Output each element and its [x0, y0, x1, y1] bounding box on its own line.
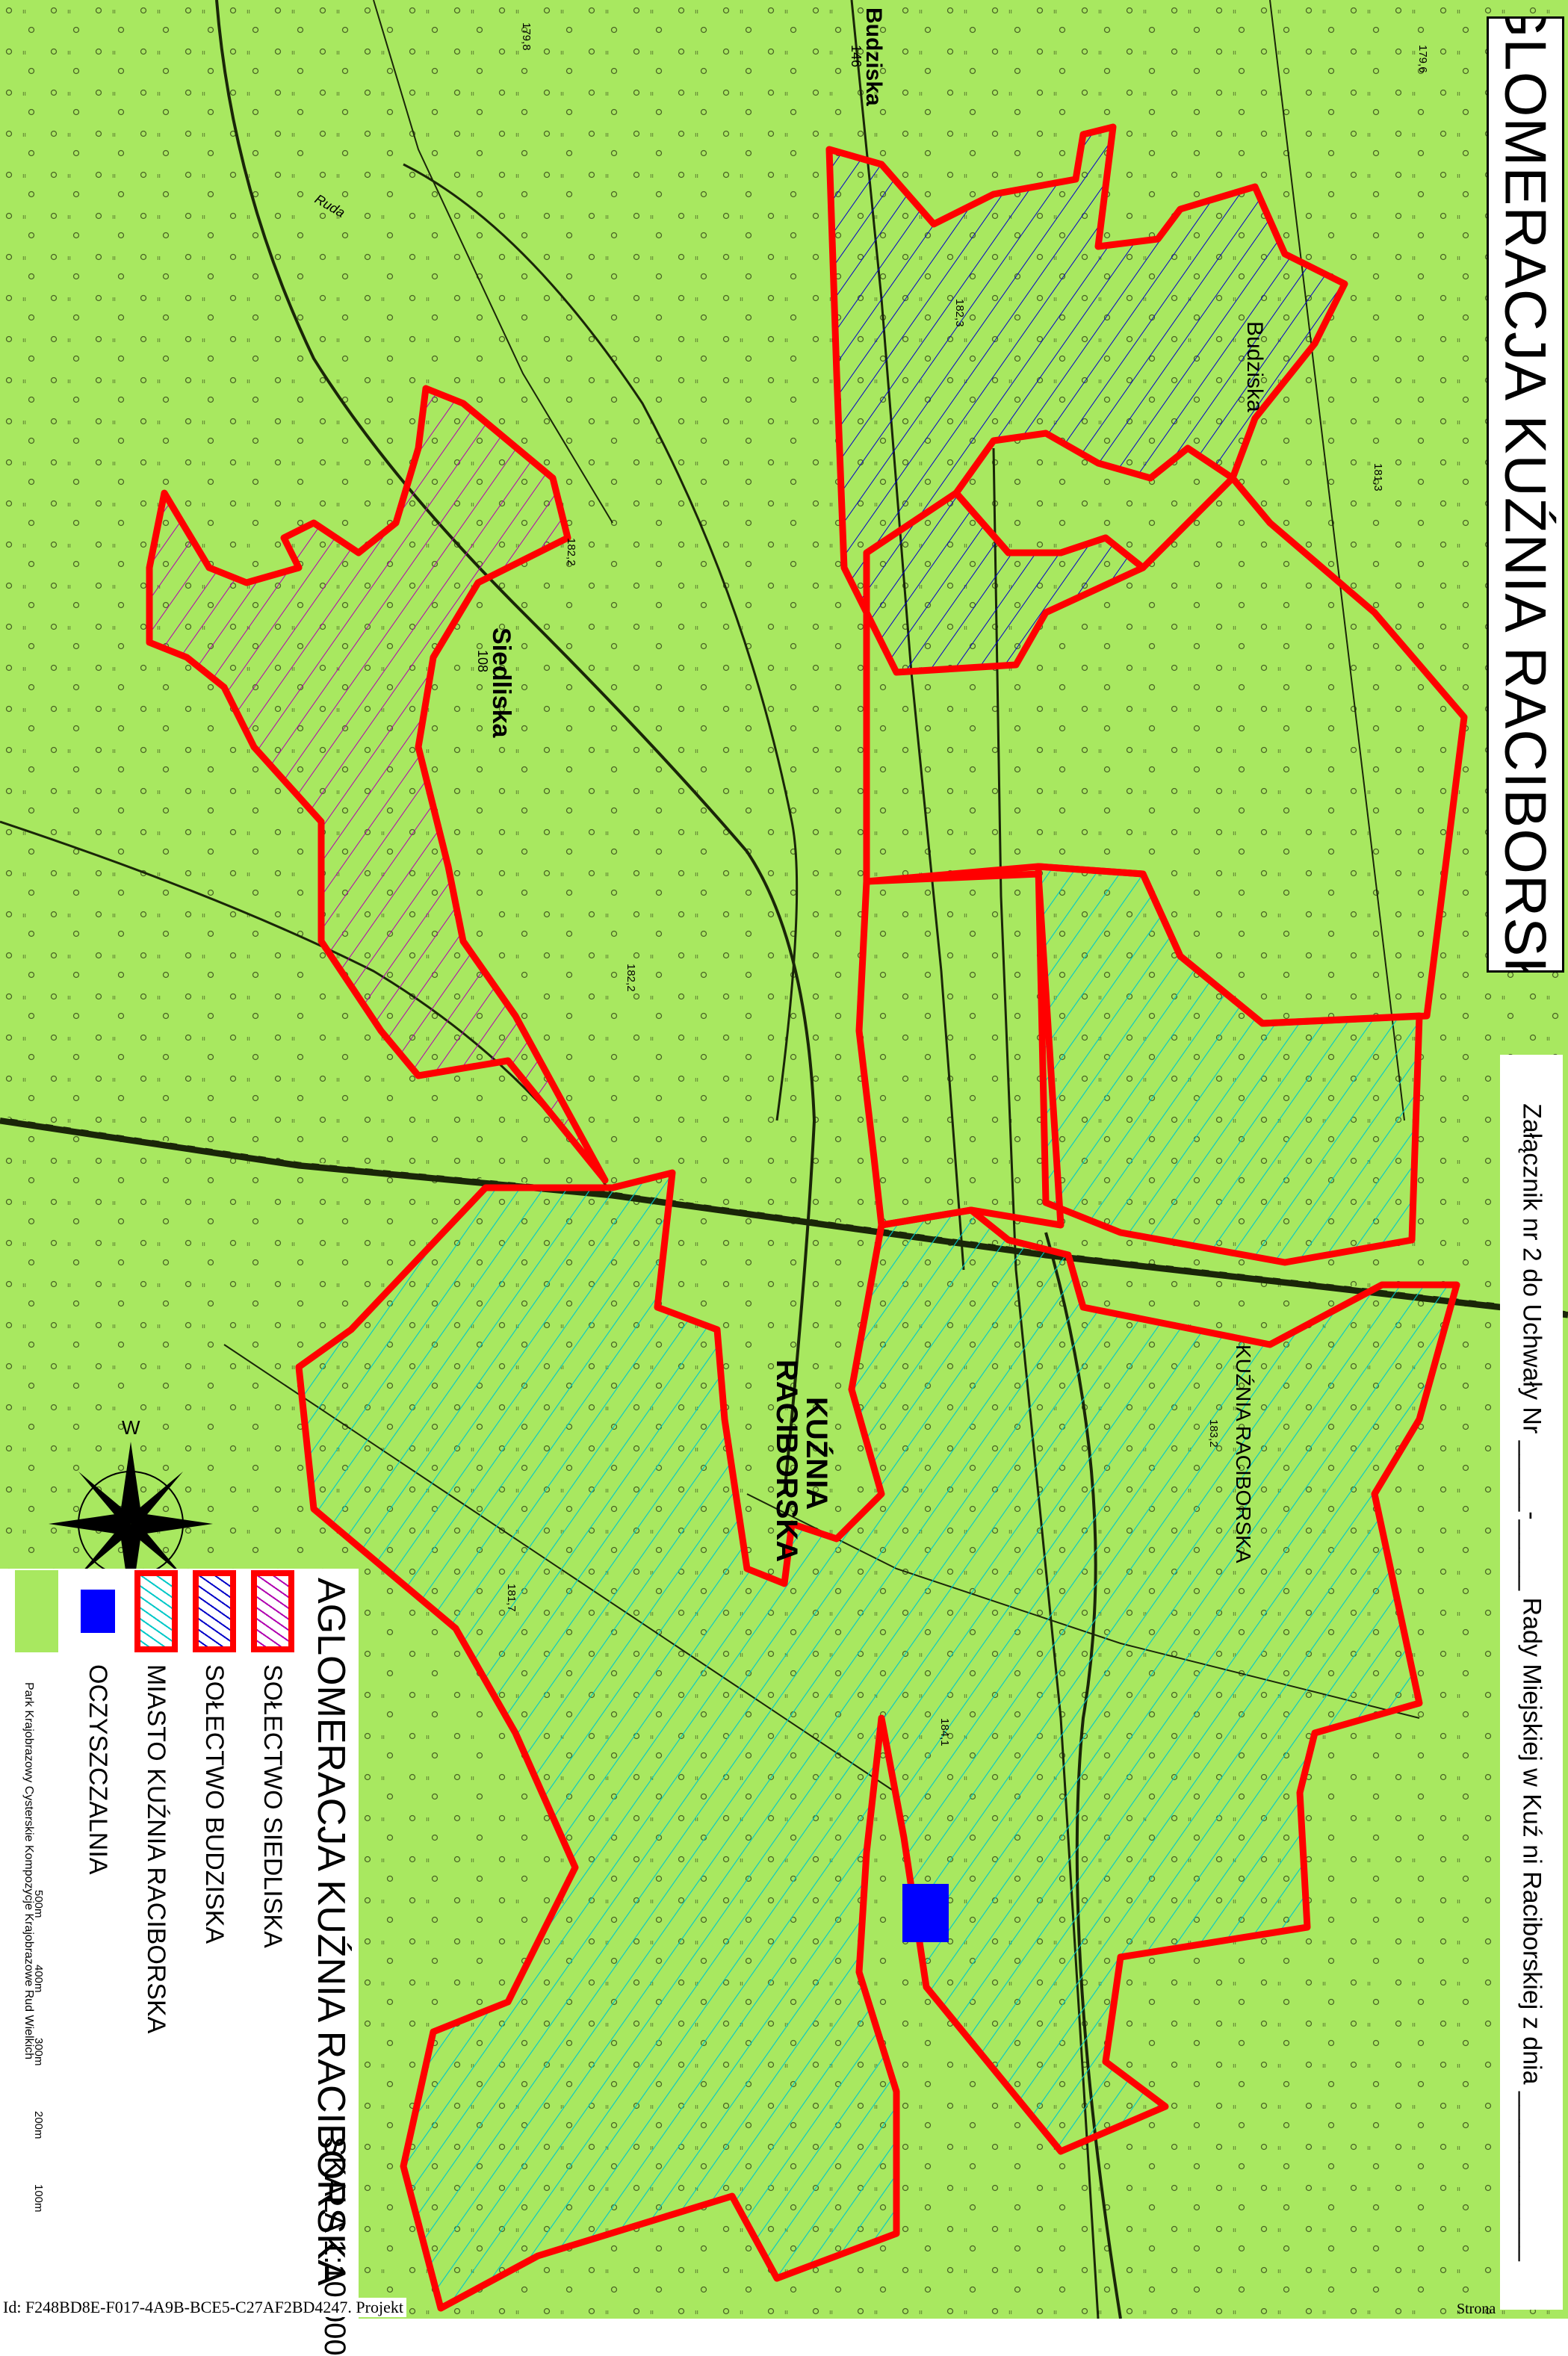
legend-item-siedliska: SOŁECTWO SIEDLISKA: [250, 1570, 295, 1948]
elevation-label: 181,3: [1372, 463, 1384, 492]
map-title: AGLOMERACJA KUŹNIA RACIBORSKA: [1493, 16, 1559, 973]
legend-park-label: Park Krajobrazowy Cysterskie Kompozycje …: [22, 1682, 35, 2060]
elevation-label: 182,3: [953, 299, 966, 327]
legend-swatch-kuznia: [134, 1570, 178, 1652]
legend-swatch-siedliska: [251, 1570, 294, 1652]
label-budziska-top: Budziska: [861, 7, 886, 106]
zone-budziska-corridor: [863, 474, 1468, 1027]
legend-item-budziska: SOŁECTWO BUDZISKA: [192, 1570, 237, 1944]
scale-label: 100m: [32, 2184, 45, 2213]
compass-w: W: [122, 1416, 140, 1439]
elevation-label: 183,2: [1207, 1419, 1220, 1448]
legend-label: SOŁECTWO BUDZISKA: [200, 1664, 229, 1944]
legend-item-kuznia: MIASTO KUŹNIA RACIBORSKA: [134, 1570, 179, 2033]
annex-text: Załącznik nr 2 do Uchwały Nr _____-_____…: [1517, 1103, 1546, 2261]
map-title-box: AGLOMERACJA KUŹNIA RACIBORSKA: [1487, 16, 1564, 973]
scale-label: 200m: [32, 2111, 45, 2139]
label-siedliska-num: 108: [475, 650, 490, 672]
elevation-label: 182,2: [565, 538, 577, 566]
legend-label: OCZYSZCZALNIA: [84, 1664, 113, 1875]
elevation-label: 184,1: [938, 1718, 951, 1746]
label-budziska-mid: Budziska: [1242, 321, 1267, 412]
legend-content: AGLOMERACJA KUŹNIA RACIBORSKA SOŁECTWO S…: [4, 1570, 355, 2317]
scale-label: 400m: [32, 1965, 45, 1993]
elevation-label: 182,2: [625, 964, 637, 992]
label-kuznia-2: RACIBORSKA: [770, 1360, 803, 1562]
legend-panel: AGLOMERACJA KUŹNIA RACIBORSKA SOŁECTWO S…: [0, 1569, 359, 2319]
scale-label: 500m: [32, 1890, 45, 1918]
footer-id: Id: F248BD8E-F017-4A9B-BCE5-C27AF2BD4247…: [0, 2298, 406, 2317]
treatment-plant-marker: [902, 1884, 949, 1942]
elevation-label: 179,8: [520, 22, 533, 51]
annex-header: Załącznik nr 2 do Uchwały Nr _____-_____…: [1500, 1055, 1563, 2310]
label-kuznia-side: KUŹNIA RACIBORSKA: [1232, 1345, 1255, 1563]
scale-label: 300m: [32, 2038, 45, 2066]
label-kuznia-1: KUŹNIA: [800, 1397, 834, 1510]
zone-budziska: [825, 123, 1348, 676]
label-budziska-top-num: 146: [849, 45, 864, 67]
elevation-label: 179,6: [1416, 45, 1429, 73]
legend-swatch-park: [15, 1570, 58, 1652]
legend-item-park: [14, 1570, 59, 1664]
legend-item-plant: OCZYSZCZALNIA: [75, 1570, 120, 1874]
elevation-label: 181,7: [505, 1584, 518, 1612]
legend-swatch-plant: [76, 1570, 120, 1652]
scale-title-text: SKALA 1:10 000: [318, 2136, 351, 2356]
footer-page: Strona: [1457, 2301, 1496, 2317]
zone-siedliska: [146, 385, 609, 1184]
legend-swatch-budziska: [193, 1570, 236, 1652]
zone-kuznia-town: [295, 1169, 1460, 2312]
legend-label: MIASTO KUŹNIA RACIBORSKA: [142, 1664, 171, 2034]
label-siedliska: Siedliska: [487, 627, 515, 739]
legend-label: SOŁECTWO SIEDLISKA: [258, 1664, 288, 1948]
zone-kuznia-strip: [855, 870, 1065, 1229]
